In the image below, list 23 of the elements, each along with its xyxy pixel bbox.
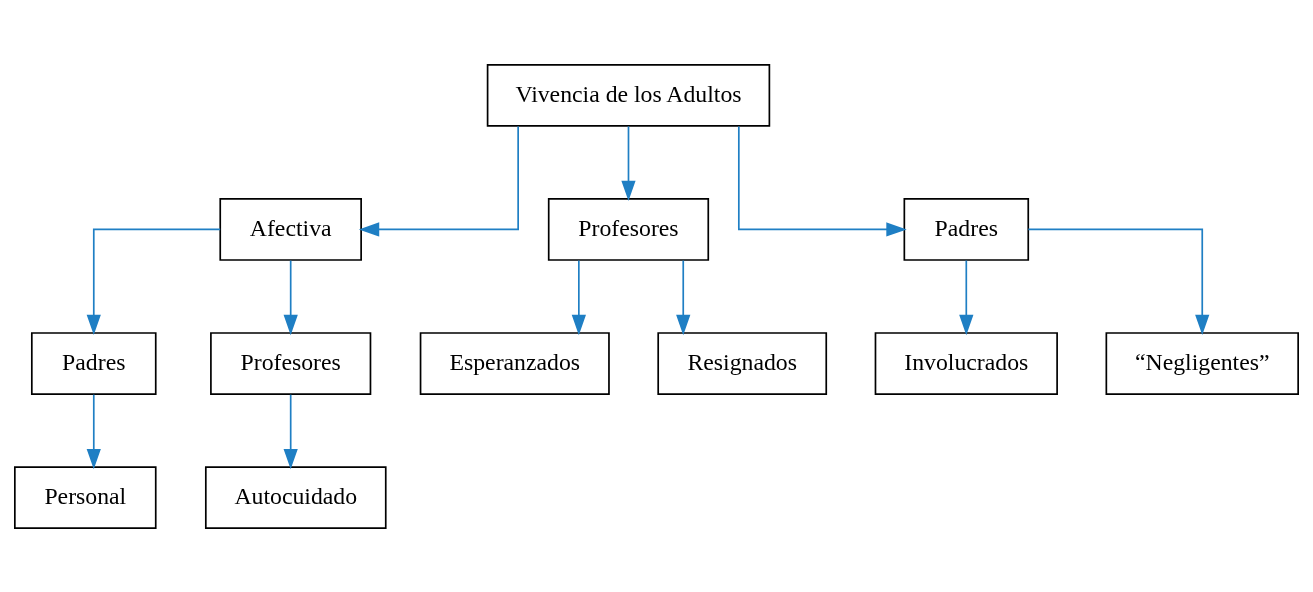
node-box: Padres: [30, 331, 157, 395]
arrow: [283, 259, 298, 335]
node-box: Esperanzados: [419, 331, 610, 395]
arrow: [358, 125, 519, 237]
arrow: [86, 393, 101, 469]
node-box: Involucrados: [874, 331, 1058, 395]
node-box: Afectiva: [219, 197, 362, 261]
node-box: “Negligentes”: [1105, 331, 1299, 395]
arrow: [959, 259, 974, 335]
arrow: [1027, 228, 1210, 335]
arrow: [738, 125, 907, 237]
node-box: Padres: [903, 197, 1030, 261]
node-box: Profesores: [210, 331, 372, 395]
arrow: [283, 393, 298, 469]
node-box: Vivencia de los Adultos: [486, 63, 771, 127]
arrow: [676, 259, 691, 335]
arrow: [86, 228, 221, 335]
arrow: [621, 125, 636, 201]
node-box: Autocuidado: [204, 465, 387, 529]
arrow: [571, 259, 586, 335]
node-box: Profesores: [547, 197, 710, 261]
node-box: Resignados: [657, 331, 828, 395]
node-box: Personal: [14, 465, 157, 529]
